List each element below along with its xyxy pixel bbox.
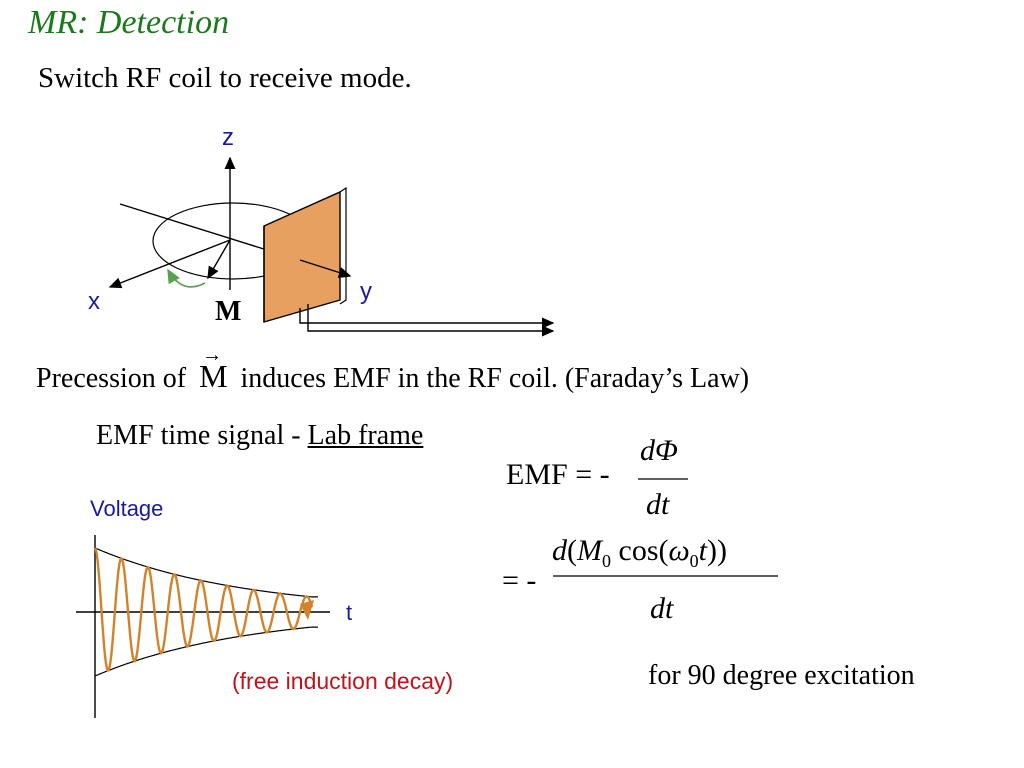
- eq2-lhs: = -: [502, 564, 537, 597]
- slide-subtitle: Switch RF coil to receive mode.: [38, 62, 412, 94]
- emf-lhs: EMF = -: [506, 458, 610, 491]
- rf-coil: [263, 190, 341, 323]
- plot-xlabel: t: [346, 600, 353, 625]
- signal-arrowhead: [300, 600, 314, 620]
- coil-lead-lower: [307, 304, 555, 337]
- y-axis-label: y: [360, 278, 372, 305]
- emf-signal-line: EMF time signal - Lab frame: [96, 420, 423, 452]
- fid-signal: [93, 547, 314, 672]
- magnetization-vector: [207, 239, 231, 280]
- magnetization-label: M: [215, 296, 242, 327]
- plot-ylabel: Voltage: [90, 496, 164, 521]
- lab-frame-link: Lab frame: [307, 420, 424, 451]
- z-axis-label: z: [222, 124, 234, 151]
- plot-caption: (free induction decay): [232, 668, 454, 694]
- m-vector-symbol: →M: [199, 344, 228, 394]
- fid-plot: [76, 535, 330, 718]
- precession-after: induces EMF in the RF coil. (Faraday’s L…: [240, 363, 750, 394]
- precession-arrow: [167, 268, 206, 288]
- envelope-lower: [94, 626, 318, 677]
- coil-lead-upper: [299, 308, 555, 329]
- emf-signal-prefix: EMF time signal -: [96, 420, 308, 451]
- slide-title: MR: Detection: [28, 4, 230, 41]
- precession-sentence: Precession of →M induces EMF in the RF c…: [36, 344, 750, 395]
- fraction-2-numerator: d(M0 cos(ω0t)): [552, 534, 727, 571]
- x-axis: [108, 239, 231, 289]
- fraction-1-denominator: dt: [646, 488, 670, 521]
- fraction-1-numerator: dΦ: [640, 434, 678, 467]
- x-axis-label: x: [88, 288, 100, 315]
- fraction-2-denominator: dt: [650, 592, 674, 625]
- excitation-note: for 90 degree excitation: [648, 660, 915, 691]
- precession-before: Precession of: [36, 363, 187, 394]
- envelope-upper: [94, 547, 318, 598]
